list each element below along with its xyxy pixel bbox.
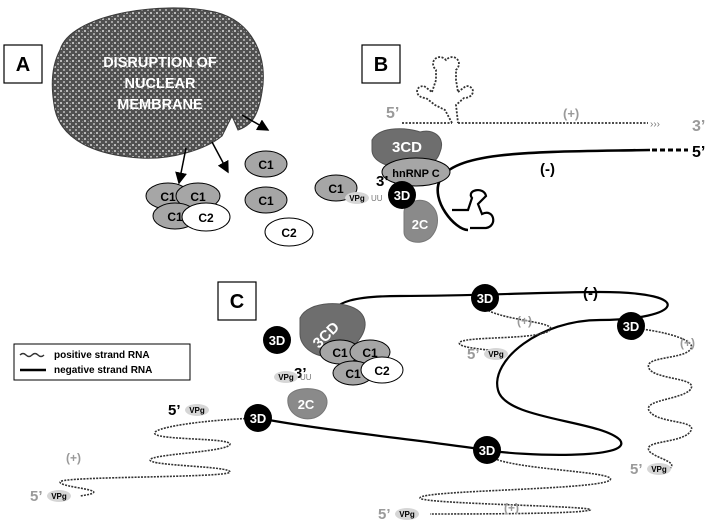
legend-negative-label: negative strand RNA [54, 365, 152, 376]
protein-c1 [244, 186, 288, 214]
vpg [484, 348, 508, 360]
protein-c2 [264, 217, 314, 247]
protein-2c-label: 2C [412, 217, 429, 232]
positive-strand-c2 [419, 449, 611, 515]
protein-c1-label: C1 [362, 346, 378, 360]
negative-strand-loops [452, 189, 495, 230]
panel-c-label: C [230, 291, 244, 313]
protein-3d-label: 3D [394, 188, 411, 203]
protein-2c [403, 199, 438, 243]
uu-label-c: UU [300, 373, 312, 382]
neg-strand-sign: (-) [540, 161, 555, 178]
panel-b-label: B [374, 54, 388, 76]
protein-3d-c-label: 3D [623, 319, 640, 334]
vpg-label: VPg [488, 350, 504, 359]
protein-3cd-label: 3CD [392, 139, 422, 156]
protein-c2 [360, 356, 404, 384]
five-prime-c: 5’ [168, 402, 181, 419]
neg-sign-c: (-) [583, 285, 598, 302]
protein-3d-c [617, 312, 645, 340]
protein-c1-label: C1 [345, 367, 361, 381]
protein-3d [388, 181, 416, 209]
nucleus-text-line-3: MEMBRANE [117, 97, 203, 113]
vpg [47, 490, 71, 502]
panel-c: C positive strand RNA negative strand RN… [13, 281, 695, 523]
five-prime-c: 5’ [630, 461, 643, 478]
legend-positive-label: positive strand RNA [54, 350, 150, 361]
panel-a-label: A [16, 54, 30, 76]
protein-3d-c [471, 284, 499, 312]
nucleus-blob [51, 7, 264, 159]
three-prime-label: 3’ [376, 173, 389, 190]
protein-c2 [181, 202, 231, 232]
vpg [647, 463, 671, 475]
vpg-label: VPg [278, 373, 294, 382]
protein-c1 [314, 174, 358, 202]
vpg [274, 371, 298, 383]
pos-strand-3prime: 3’ [692, 118, 705, 135]
arrow-2 [211, 141, 229, 174]
panel-c-box [217, 281, 257, 321]
pos-sign-c: (+) [66, 451, 81, 465]
protein-3d-c-label: 3D [269, 333, 286, 348]
protein-3d-c [473, 436, 501, 464]
positive-strand-c4 [629, 327, 693, 471]
positive-strand-c3 [458, 297, 552, 356]
panel-b-box [361, 44, 401, 84]
uu-label: UU [371, 194, 383, 203]
arrow-1 [175, 147, 187, 185]
vpg-label: VPg [349, 194, 365, 203]
protein-c1-label: C1 [328, 182, 344, 196]
panel-a: A DISRUPTION OF NUCLEAR MEMBRANE C1 C1 C… [3, 7, 358, 247]
vpg-label: VPg [399, 510, 415, 519]
cloverleaf-positive [402, 56, 648, 124]
protein-c2-label: C2 [374, 364, 390, 378]
pos-sign-c: (+) [517, 314, 532, 328]
negative-strand [436, 148, 651, 232]
legend-positive-swatch [19, 352, 45, 358]
vpg [345, 192, 369, 204]
protein-2c-c-label: 2C [298, 397, 315, 412]
protein-c1-label: C1 [258, 194, 274, 208]
panel-a-box [3, 44, 43, 84]
protein-c2-label: C2 [198, 211, 214, 225]
panel-b: B 5’ (+) ››› 3’ 5’ (-) 3CD hnRNP C 2C 3D… [345, 44, 705, 243]
vpg-label: VPg [51, 492, 67, 501]
vpg [395, 508, 419, 520]
pos-strand-arrows: ››› [650, 119, 660, 130]
protein-c1-label: C1 [167, 210, 183, 224]
protein-3d-c-label: 3D [479, 443, 496, 458]
protein-c1 [244, 150, 288, 178]
pos-sign-c: (+) [504, 501, 519, 515]
five-prime-c: 5’ [378, 506, 391, 523]
arrow-3 [241, 114, 270, 131]
neg-strand-5prime: 5’ [692, 144, 705, 161]
protein-c1-label: C1 [332, 346, 348, 360]
protein-c1-label: C1 [258, 158, 274, 172]
protein-3d-c-label: 3D [477, 291, 494, 306]
protein-c1-label: C1 [190, 190, 206, 204]
legend: positive strand RNA negative strand RNA [13, 343, 191, 381]
protein-hnrnp-c [381, 157, 451, 187]
five-prime-c: 5’ [467, 346, 480, 363]
nucleus-text-line-2: NUCLEAR [125, 76, 196, 92]
protein-3d-c [263, 326, 291, 354]
vpg-label: VPg [651, 465, 667, 474]
protein-2c-c [287, 388, 328, 420]
protein-3d-c-label: 3D [250, 411, 267, 426]
five-prime-c: 5’ [30, 488, 43, 505]
pos-strand-sign: (+) [563, 106, 579, 121]
positive-strand-c1 [59, 417, 259, 497]
protein-c2-label: C2 [281, 226, 297, 240]
protein-c1-label: C1 [160, 190, 176, 204]
pos-sign-c: (+) [680, 336, 695, 350]
vpg-label: VPg [189, 406, 205, 415]
protein-hnrnp-c-label: hnRNP C [392, 168, 440, 180]
pos-strand-5prime: 5’ [386, 105, 399, 122]
protein-3d-c [244, 404, 272, 432]
vpg [185, 404, 209, 416]
legend-box [13, 343, 191, 381]
nucleus-text-line-1: DISRUPTION OF [103, 55, 217, 71]
